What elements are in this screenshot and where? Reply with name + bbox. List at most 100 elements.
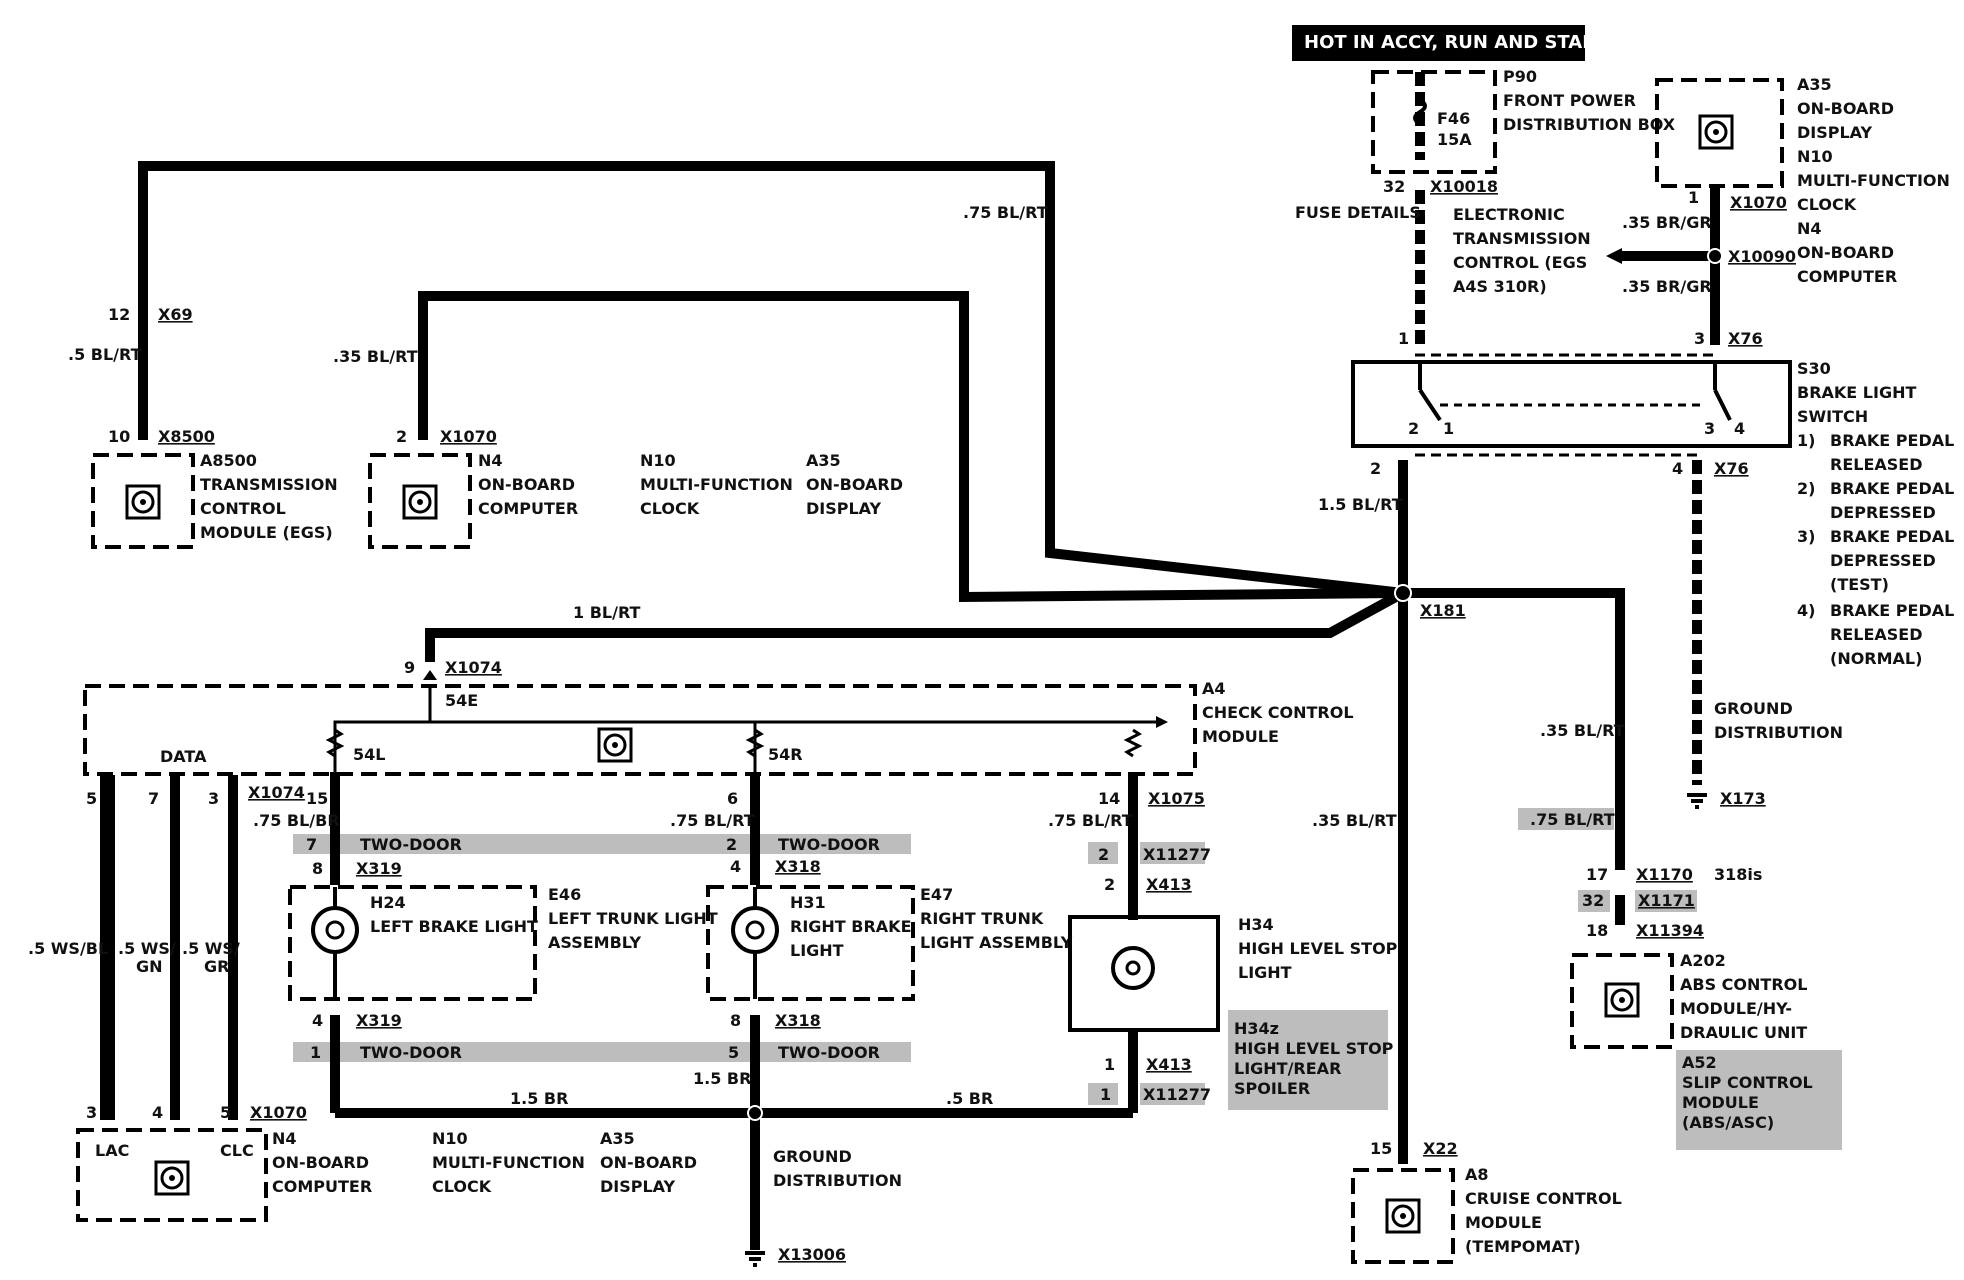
svg-text:(TEST): (TEST) <box>1830 575 1889 594</box>
abs-variant: 318is <box>1714 865 1762 884</box>
display-top-pin: 1 <box>1688 188 1699 207</box>
display-top-line-6: CLOCK <box>1797 195 1857 214</box>
computer-top-box <box>368 453 472 549</box>
egs-note-2: TRANSMISSION <box>1453 229 1591 248</box>
switch-name-2: SWITCH <box>1797 407 1868 426</box>
abs-pin-17: 17 <box>1586 865 1608 884</box>
svg-text:4): 4) <box>1797 601 1815 620</box>
left-hl-bot: 1 <box>310 1043 321 1062</box>
switch-connector-top: X76 <box>1728 329 1763 348</box>
fuse-connector: X10018 <box>1430 177 1498 196</box>
left-conn-top: X319 <box>356 859 402 878</box>
left-asm-1: LEFT TRUNK LIGHT <box>548 909 718 928</box>
fuse-box-name-2: DISTRIBUTION BOX <box>1503 115 1676 134</box>
wire-05-wsgr-2: GR <box>204 957 229 976</box>
left-lamp-name: LEFT BRAKE LIGHT <box>370 917 538 936</box>
module-icon <box>125 484 161 520</box>
wire-075-blbr: .75 BL/BR <box>253 811 340 830</box>
comp-bot-pin-5: 5 <box>220 1103 231 1122</box>
cc-data: DATA <box>160 747 207 766</box>
right-conn-bot: X318 <box>775 1011 821 1030</box>
cc-pin-14: 14 <box>1098 789 1120 808</box>
display-top-line-7: N4 <box>1797 219 1822 238</box>
abs-id: A202 <box>1680 951 1726 970</box>
wire-075-mid-left: .75 BL/RT <box>670 811 755 830</box>
wire-075-abs: .75 BL/RT <box>1530 810 1615 829</box>
tcm-line-1: TRANSMISSION <box>200 475 338 494</box>
svg-text:DEPRESSED: DEPRESSED <box>1830 551 1936 570</box>
right-asm-1: RIGHT TRUNK <box>920 909 1044 928</box>
tcm-connector: X8500 <box>158 427 215 446</box>
comp-bot-line-2: ON-BOARD <box>272 1153 369 1172</box>
cruise-id: A8 <box>1465 1165 1489 1184</box>
hls-conn-top: X413 <box>1146 875 1192 894</box>
switch-id: S30 <box>1797 359 1831 378</box>
egs-note-4: A4S 310R) <box>1453 277 1547 296</box>
splice-x10090 <box>1707 248 1723 264</box>
tcm-box <box>91 453 195 549</box>
cc-connector: X1074 <box>445 658 502 677</box>
abs-alt-2: MODULE <box>1682 1093 1759 1112</box>
right-pin-bot: 8 <box>730 1011 741 1030</box>
note-bot-4: A35 <box>600 1129 635 1148</box>
right-asm-id: E47 <box>920 885 953 904</box>
cc-data-pin-5: 5 <box>86 789 97 808</box>
comp-bot-pin-3: 3 <box>86 1103 97 1122</box>
wire-035-top: .35 BL/RT <box>333 347 418 366</box>
switch-connector-bottom: X76 <box>1714 459 1749 478</box>
display-top-splice: X10090 <box>1728 247 1796 266</box>
display-top-box <box>1655 78 1784 188</box>
wire-05br: .5 BR <box>946 1089 993 1108</box>
ground-bot-connector: X13006 <box>778 1245 846 1264</box>
hls-alt-3: SPOILER <box>1234 1079 1310 1098</box>
cc-data-pin-3: 3 <box>208 789 219 808</box>
svg-text:RELEASED: RELEASED <box>1830 625 1923 644</box>
fuse-box-name: FRONT POWER <box>1503 91 1636 110</box>
splice-x181 <box>1394 584 1412 602</box>
abs-line-3: DRAULIC UNIT <box>1680 1023 1807 1042</box>
cc-line-2: MODULE <box>1202 727 1279 746</box>
left-pin-top: 8 <box>312 859 323 878</box>
note-mid-5: ON-BOARD <box>806 475 903 494</box>
comp-bot-clc: CLC <box>220 1141 254 1160</box>
hls-hl-bot: 1 <box>1100 1085 1111 1104</box>
svg-text:1): 1) <box>1797 431 1815 450</box>
left-asm-2: ASSEMBLY <box>548 933 641 952</box>
cruise-line-1: CRUISE CONTROL <box>1465 1189 1622 1208</box>
wire-15br-b: 1.5 BR <box>693 1069 751 1088</box>
power-header <box>1292 25 1585 61</box>
tcm-line-3: MODULE (EGS) <box>200 523 333 542</box>
abs-alt-1: SLIP CONTROL <box>1682 1073 1813 1092</box>
right-hl-top: 2 <box>726 835 737 854</box>
module-icon <box>402 484 438 520</box>
abs-conn-hl: X1171 <box>1638 891 1695 910</box>
wire-05-wsgr-1: .5 WS/ <box>182 939 240 958</box>
cc-54l: 54L <box>353 745 385 764</box>
comp-bot-pin-4: 4 <box>152 1103 163 1122</box>
fuse-id: F46 <box>1437 109 1470 128</box>
cc-line-1: CHECK CONTROL <box>1202 703 1354 722</box>
cc-pin-6: 6 <box>727 789 738 808</box>
right-asm-2: LIGHT ASSEMBLY <box>920 933 1073 952</box>
right-lamp-name-1: RIGHT BRAKE <box>790 917 912 936</box>
fuse-box-id: P90 <box>1503 67 1537 86</box>
hls-conn-hl-top: X11277 <box>1143 845 1211 864</box>
module-icon <box>154 1160 190 1196</box>
comp-bot-lac: LAC <box>95 1141 129 1160</box>
cc-pin-9: 9 <box>404 658 415 677</box>
brake-switch-box <box>1351 360 1792 448</box>
right-lamp-name-2: LIGHT <box>790 941 844 960</box>
wire-075-mid-right: .75 BL/RT <box>1048 811 1133 830</box>
display-top-wire-2: .35 BR/GR <box>1622 277 1712 296</box>
switch-pin-2: 2 <box>1408 419 1419 438</box>
abs-alt-id: A52 <box>1682 1053 1717 1072</box>
tcm-pin: 10 <box>108 427 130 446</box>
fuse-box <box>1371 70 1497 174</box>
power-header-text: HOT IN ACCY, RUN AND START <box>1304 32 1608 53</box>
cc-data-connector: X1074 <box>248 783 305 802</box>
note-mid-1: N10 <box>640 451 676 470</box>
left-two-door-bot: TWO-DOOR <box>360 1043 462 1062</box>
hls-pin-top: 2 <box>1104 875 1115 894</box>
svg-text:(NORMAL): (NORMAL) <box>1830 649 1922 668</box>
hls-conn-bot: X413 <box>1146 1055 1192 1074</box>
